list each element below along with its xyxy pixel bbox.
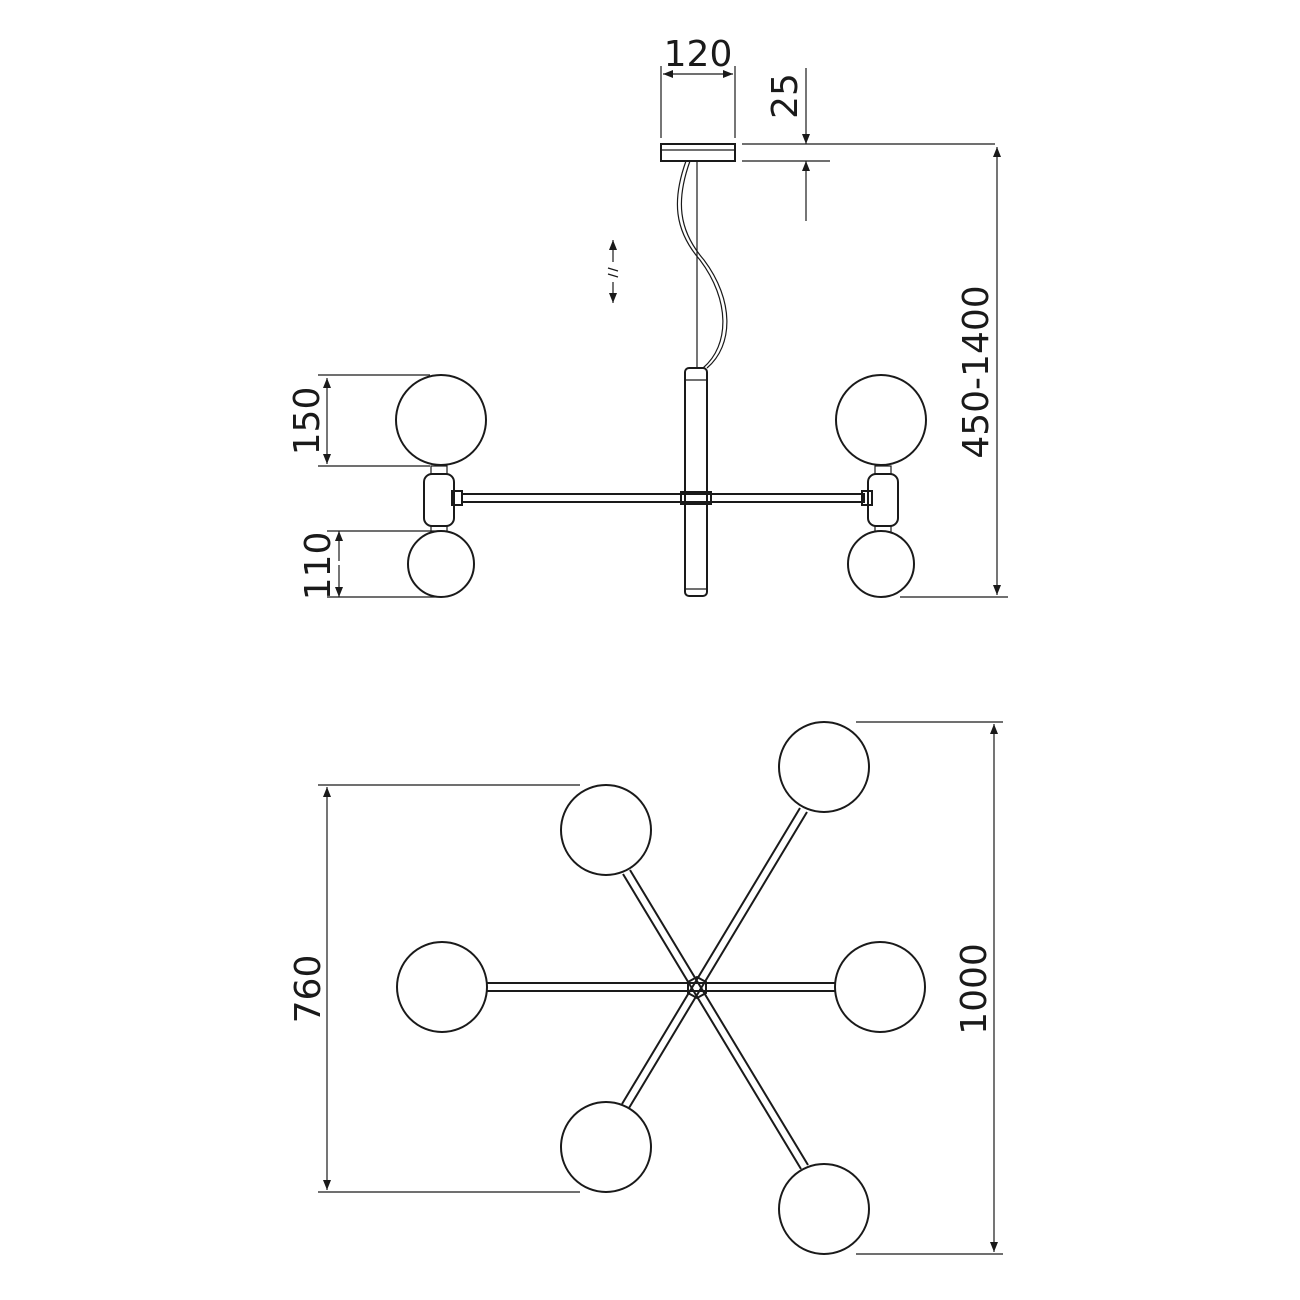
top-view-arms [487,808,835,1169]
left-lamp-holder [424,474,454,526]
canopy-width-label: 120 [664,34,733,75]
top-globe-upper-right [779,722,869,812]
lower-globe-label: 110 [298,532,339,601]
horizontal-arm [462,494,864,502]
right-lower-globe [848,531,914,597]
left-lamp-assembly [396,375,486,597]
total-height-dimension: 450-1400 [900,147,1008,597]
side-view: 120 25 [287,34,1008,600]
top-globe-upper-left [561,785,651,875]
top-globe-right [835,942,925,1032]
top-length-label: 1000 [954,943,995,1035]
right-upper-globe [836,375,926,465]
top-globe-left [397,942,487,1032]
canopy-width-dimension: 120 [661,34,735,138]
upper-globe-label: 150 [287,387,328,456]
left-lower-globe [408,531,474,597]
top-globe-lower-right [779,1164,869,1254]
canopy-height-dimension: 25 [742,68,995,221]
right-lamp-assembly [836,375,926,597]
left-upper-globe [396,375,486,465]
adjustable-height-symbol [608,240,618,303]
central-tube [685,368,707,596]
total-height-label: 450-1400 [956,285,997,458]
canopy-height-label: 25 [765,73,806,119]
top-globe-lower-left [561,1102,651,1192]
canopy [661,144,735,161]
power-wire [677,161,722,368]
top-width-label: 760 [288,955,329,1024]
top-view: 760 1000 [288,722,1003,1254]
